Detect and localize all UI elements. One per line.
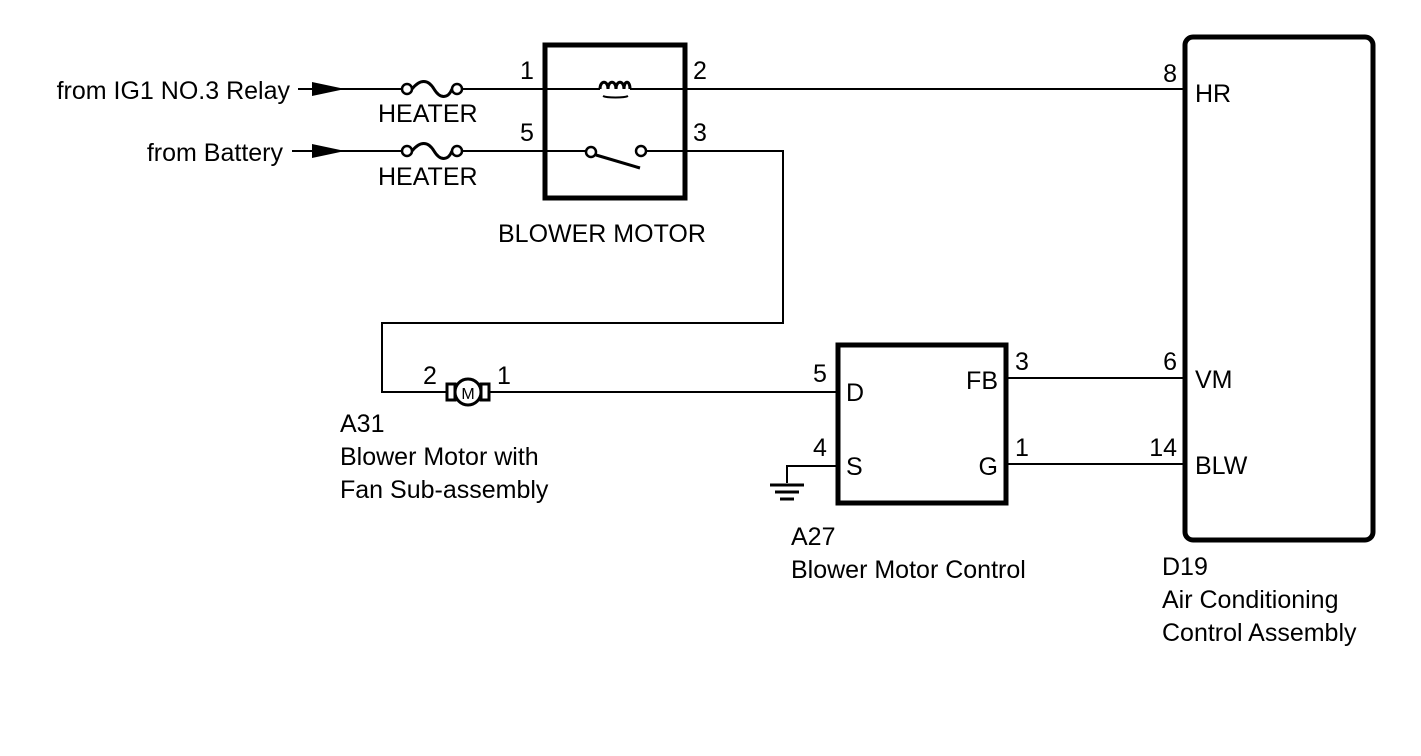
source-battery-label: from Battery [147, 139, 284, 167]
relay-pin-1: 1 [520, 57, 534, 85]
ac-pin-14: 14 [1149, 434, 1177, 462]
relay-pin-3: 3 [693, 119, 707, 147]
ac-box [1182, 34, 1376, 543]
ac-name-line2: Control Assembly [1162, 619, 1357, 647]
ac-terminal-vm: VM [1195, 366, 1233, 394]
control-box [835, 342, 1009, 506]
ac-code: D19 [1162, 553, 1208, 581]
relay-pin-5: 5 [520, 119, 534, 147]
control-terminal-fb: FB [966, 367, 998, 395]
relay-coil-icon [545, 80, 685, 99]
wire-relay-to-motor [381, 150, 784, 393]
motor-symbol: M [461, 386, 474, 403]
motor-icon: M [445, 377, 491, 407]
control-pin-1: 1 [1015, 434, 1029, 462]
relay-box [542, 42, 688, 201]
fuse-top-icon [400, 80, 464, 98]
motor-pin-2: 2 [423, 362, 437, 390]
control-terminal-g: G [979, 453, 998, 481]
relay-pin-2: 2 [693, 57, 707, 85]
fuse-bottom-icon [400, 142, 464, 160]
ac-name-line1: Air Conditioning [1162, 586, 1339, 614]
control-terminal-d: D [846, 379, 864, 407]
fuse-bottom-label: HEATER [378, 163, 478, 191]
ac-pin-6: 6 [1163, 348, 1177, 376]
relay-switch-icon [545, 144, 685, 170]
control-code: A27 [791, 523, 835, 551]
control-pin-4: 4 [813, 434, 827, 462]
motor-name-line1: Blower Motor with [340, 443, 539, 471]
motor-name-line2: Fan Sub-assembly [340, 476, 549, 504]
ground-icon [770, 483, 804, 501]
control-pin-3: 3 [1015, 348, 1029, 376]
fuse-top-label: HEATER [378, 100, 478, 128]
control-terminal-s: S [846, 453, 863, 481]
arrow-battery-icon [292, 144, 345, 158]
motor-code: A31 [340, 410, 384, 438]
control-pin-5: 5 [813, 360, 827, 388]
wire-ground [786, 465, 838, 483]
control-name: Blower Motor Control [791, 556, 1026, 584]
source-ig1-label: from IG1 NO.3 Relay [57, 77, 291, 105]
motor-pin-1: 1 [497, 362, 511, 390]
ac-terminal-blw: BLW [1195, 452, 1248, 480]
ac-terminal-hr: HR [1195, 80, 1231, 108]
arrow-ig1-icon [298, 82, 345, 96]
ac-pin-8: 8 [1163, 60, 1177, 88]
relay-label: BLOWER MOTOR [498, 220, 706, 248]
